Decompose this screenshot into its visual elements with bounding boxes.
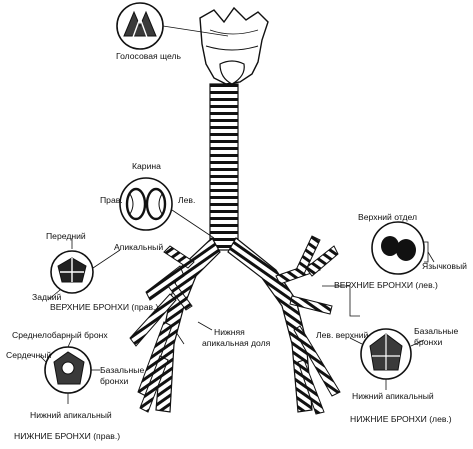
label-carina: Карина (132, 161, 161, 171)
label-lower-apical-left: Нижний апикальный (352, 391, 434, 401)
lower-right-view (39, 331, 185, 404)
label-basal-bronchi-right-2: бронхи (100, 376, 129, 386)
label-lower-bronchi-right: НИЖНИЕ БРОНХИ (прав.) (14, 431, 121, 441)
label-lower-apical-lobe-1: Нижняя (214, 327, 245, 337)
label-lower-apical-right: Нижний апикальный (30, 410, 112, 420)
label-cardiac: Сердечный (6, 350, 52, 360)
upper-left-view (322, 221, 435, 317)
lower-left-view (197, 321, 425, 390)
label-upper-bronchi-left: ВЕРХНИЕ БРОНХИ (лев.) (334, 280, 438, 290)
label-basal-bronchi-left-2: бронхи (414, 337, 443, 347)
label-lower-bronchi-left: НИЖНИЕ БРОНХИ (лев.) (350, 414, 452, 424)
trachea (209, 83, 239, 251)
upper-right-view (47, 238, 121, 301)
label-posterior: Задний (32, 292, 62, 302)
label-upper-division: Верхний отдел (358, 212, 417, 222)
label-basal-bronchi-right-1: Базальные (100, 365, 145, 375)
label-left-upper: Лев. верхний (316, 330, 369, 340)
left-bronchial-tree (227, 235, 341, 415)
label-upper-bronchi-right: ВЕРХНИЕ БРОНХИ (прав.) (50, 302, 159, 312)
label-basal-bronchi-left-1: Базальные (414, 326, 459, 336)
label-left: Лев. (178, 195, 196, 205)
label-glottis: Голосовая щель (116, 51, 181, 61)
glottis-view (116, 2, 229, 50)
right-bronchial-tree (129, 237, 221, 413)
label-apical: Апикальный (114, 242, 164, 252)
label-right: Прав. (100, 195, 123, 205)
carina-view (119, 177, 215, 239)
label-lingular: Язычковый (422, 261, 467, 271)
label-middle-lobe-bronchus: Среднелобарный бронх (12, 330, 108, 340)
larynx (199, 6, 269, 85)
label-anterior: Передний (46, 231, 86, 241)
label-lower-apical-lobe-2: апикальная доля (202, 338, 271, 348)
